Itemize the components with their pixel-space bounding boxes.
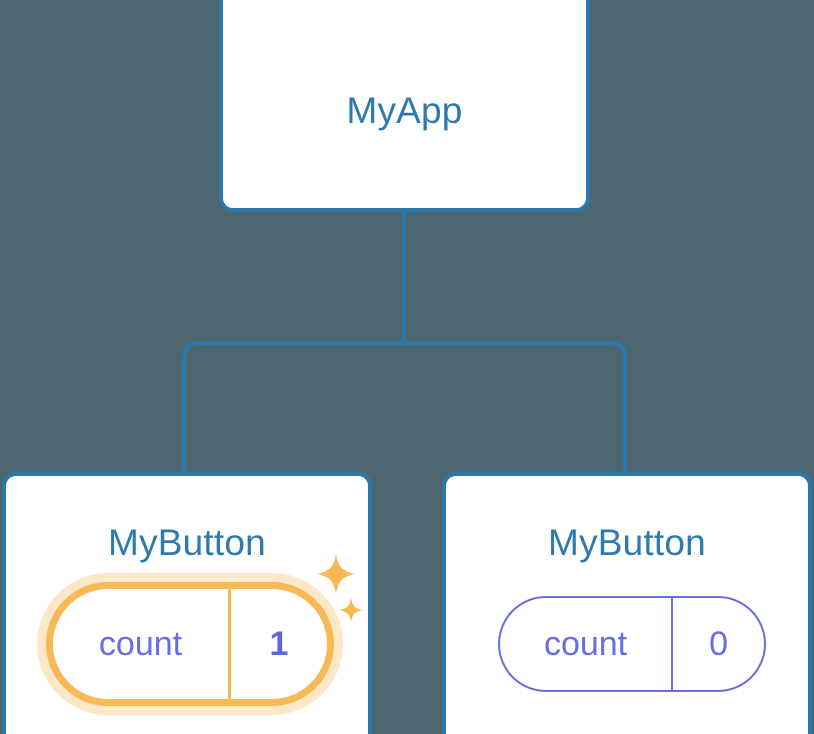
state-key: count [98,625,183,663]
component-node-mybutton-1[interactable]: MyButton count 0 [442,472,812,734]
component-title: MyButton [548,522,706,563]
state-value: 1 [228,589,327,699]
component-node-mybutton-0[interactable]: MyButton count 1 [2,472,372,734]
state-pill-highlighted[interactable]: count 1 [46,582,334,706]
state-key: count [543,625,628,663]
state-pill-container: count 0 [498,596,766,692]
component-title: MyButton [108,522,266,563]
state-value: 0 [671,598,764,690]
connector-bus [182,341,627,474]
state-pill-container: count 1 [46,582,334,706]
component-node-myapp[interactable]: MyApp [219,0,590,212]
component-title: MyApp [346,90,463,131]
state-pill[interactable]: count 0 [498,596,766,692]
